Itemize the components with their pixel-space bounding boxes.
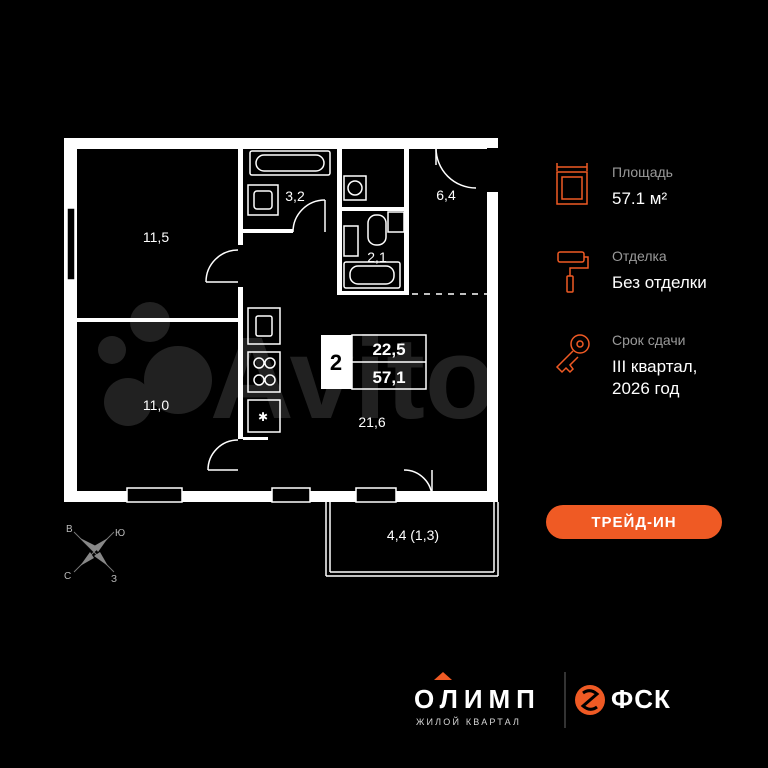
total-area: 57,1 xyxy=(372,368,405,387)
olimp-roof-icon xyxy=(434,672,452,680)
room-area-label: 3,2 xyxy=(285,188,305,204)
windows xyxy=(66,207,397,503)
balcony xyxy=(325,502,499,577)
interior-walls xyxy=(77,149,409,440)
info-deadline-value-line1: III квартал, xyxy=(612,357,698,376)
fridge-icon: ✱ xyxy=(258,410,268,424)
info-deadline-label: Срок сдачи xyxy=(612,332,686,348)
room-area-label: 4,4 (1,3) xyxy=(387,527,439,543)
info-area-value: 57.1 м² xyxy=(612,189,668,208)
info-deadline-value-line2: 2026 год xyxy=(612,379,680,398)
compass-label: З xyxy=(111,574,117,585)
area-icon xyxy=(556,163,588,205)
avito-watermark: Avito xyxy=(98,302,496,443)
compass-icon: В Ю С З xyxy=(64,524,125,585)
room-area-label: 11,5 xyxy=(143,229,169,245)
room-area-label: 21,6 xyxy=(358,414,385,430)
doors xyxy=(205,147,487,499)
info-finish-value: Без отделки xyxy=(612,273,707,292)
apartment-summary-badge: 2 22,5 57,1 xyxy=(321,334,427,390)
brand-name: ОЛИМП xyxy=(414,684,541,714)
watermark-text: Avito xyxy=(210,313,496,443)
room-area-label: 11,0 xyxy=(143,397,169,413)
info-area-label: Площадь xyxy=(612,164,673,180)
rooms-count: 2 xyxy=(330,350,342,375)
compass-label: В xyxy=(66,524,73,535)
info-finish-label: Отделка xyxy=(612,248,667,264)
paint-roller-icon xyxy=(557,251,589,293)
room-area-label: 2,1 xyxy=(367,249,387,265)
compass-label: Ю xyxy=(115,528,125,539)
developer-name: ФСК xyxy=(611,684,671,714)
plumbing-fixtures xyxy=(247,150,405,433)
trade-in-button[interactable]: ТРЕЙД-ИН xyxy=(546,505,722,539)
entrance-gap xyxy=(487,148,498,192)
living-area: 22,5 xyxy=(372,340,405,359)
compass-label: С xyxy=(64,571,71,582)
key-icon xyxy=(555,334,590,374)
brand-subtitle: ЖИЛОЙ КВАРТАЛ xyxy=(416,717,522,727)
fsk-logo-icon xyxy=(575,685,605,715)
room-area-label: 6,4 xyxy=(436,187,456,203)
